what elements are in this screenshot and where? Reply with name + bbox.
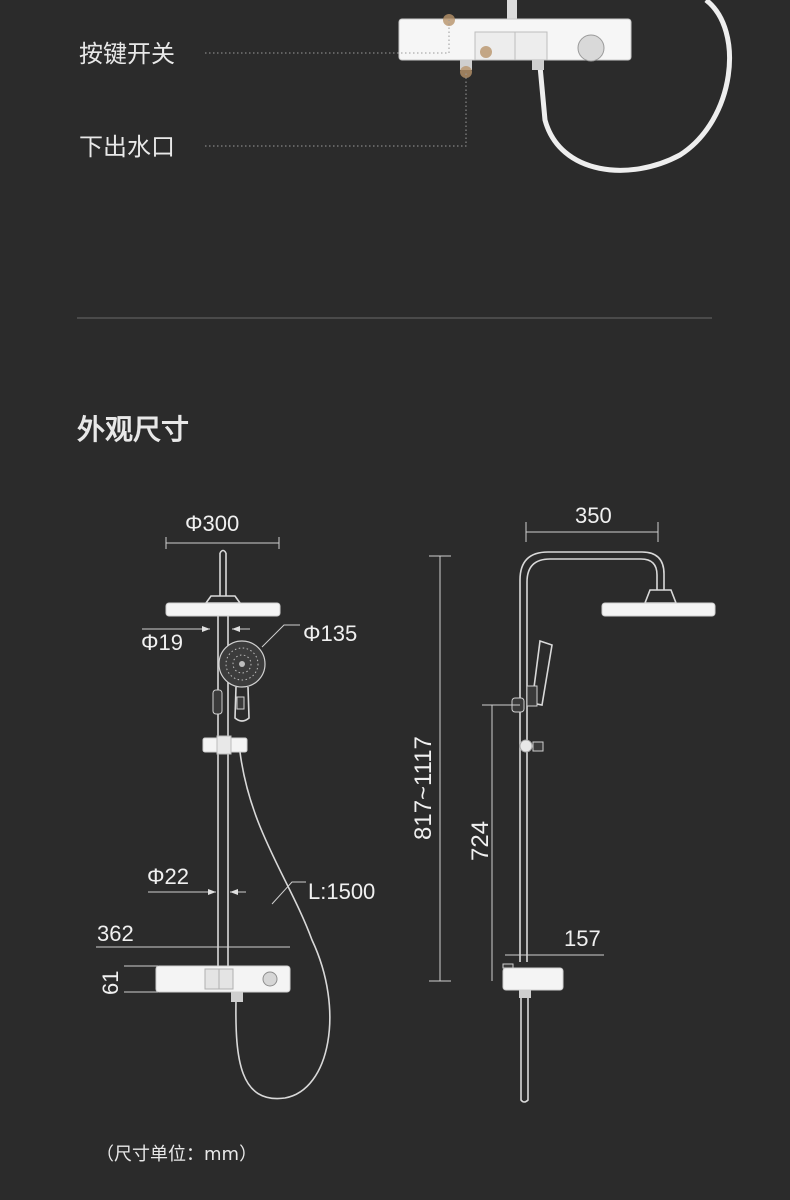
panel-button-1 [474, 31, 516, 61]
arrow [230, 889, 238, 895]
dim-holder-height: 724 [467, 821, 494, 861]
shower-head [165, 602, 281, 617]
unit-note: （尺寸单位：mm） [96, 1144, 257, 1165]
leader-hose [271, 881, 306, 905]
leader-bottom-outlet [205, 72, 467, 147]
hose-loop [537, 0, 733, 173]
bracket-collar [216, 735, 232, 755]
section-title: 外观尺寸 [77, 413, 189, 446]
marker-dot [480, 46, 492, 58]
panel-button [218, 968, 234, 990]
panel-knob [577, 34, 605, 62]
spray-center [239, 661, 245, 667]
side-panel-clip [502, 963, 514, 969]
hose [235, 751, 331, 1100]
dim-panel-width: 362 [97, 921, 134, 946]
callout-bottom-outlet: 下出水口 [79, 133, 175, 161]
side-holder-upper [526, 685, 538, 707]
side-arm-outer [519, 551, 665, 962]
top-product-illustration [205, 0, 733, 173]
dim-handheld-diameter: Φ135 [303, 621, 357, 646]
side-slide-clip [532, 741, 544, 752]
front-view [96, 537, 331, 1100]
side-view [429, 522, 716, 1103]
holder-clip [236, 696, 245, 710]
arrow [202, 626, 210, 632]
side-slide-knob [519, 739, 533, 753]
outlet-connector [460, 60, 472, 70]
panel-button [204, 968, 220, 990]
leader-handheld [261, 624, 300, 648]
dim-hose-length: L:1500 [308, 879, 375, 904]
side-shower-head [601, 602, 716, 617]
arrow [232, 626, 240, 632]
side-outlet-connector [519, 990, 531, 998]
handheld-handle [234, 686, 250, 722]
arm-riser [219, 553, 227, 596]
dim-pipe-diameter: Φ22 [147, 864, 189, 889]
spray-ring [225, 647, 259, 681]
arrow [208, 889, 216, 895]
upper-holder [212, 689, 223, 715]
side-head-neck [643, 589, 678, 604]
dim-arm-diameter: Φ19 [141, 630, 183, 655]
spray-ring [232, 654, 252, 674]
marker-dot [460, 66, 472, 78]
head-neck [204, 595, 242, 604]
outlet-connector [231, 992, 243, 1002]
side-lower-pipe [520, 998, 529, 1103]
dim-height-range: 817~1117 [410, 736, 437, 840]
arm-cap [219, 549, 227, 554]
dim-head-diameter: Φ300 [185, 511, 239, 536]
dim-panel-depth: 157 [564, 926, 601, 951]
panel-knob [262, 971, 278, 987]
panel-button-2 [514, 31, 548, 61]
pipe-stub [507, 0, 517, 22]
side-panel [502, 967, 564, 991]
leader-button-switch [205, 20, 450, 54]
dim-arm-reach: 350 [575, 503, 612, 528]
panel-connector [532, 60, 544, 70]
callout-button-switch: 按键开关 [79, 40, 175, 68]
side-handheld [531, 639, 553, 706]
dim-panel-height: 61 [98, 971, 123, 995]
side-arm-inner [526, 558, 658, 962]
